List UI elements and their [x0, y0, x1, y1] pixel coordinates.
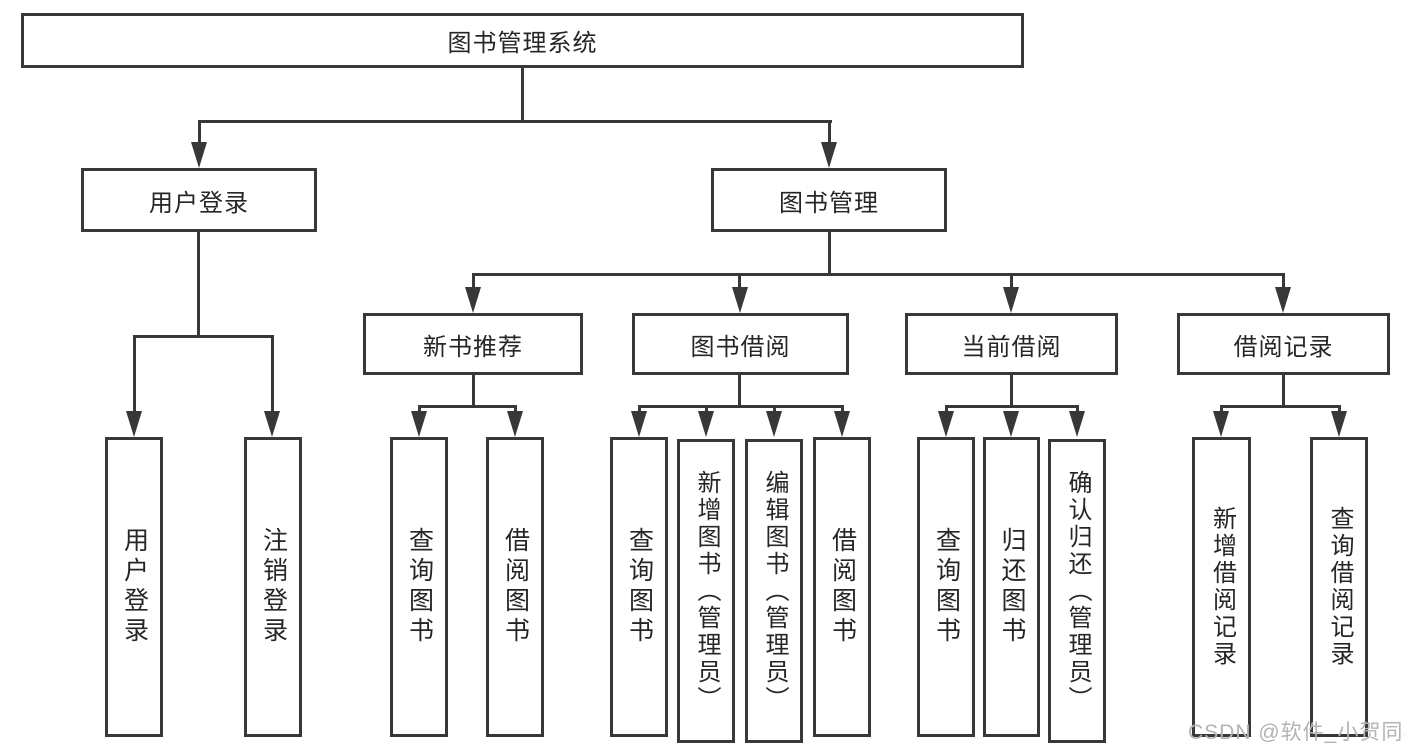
connector-line	[1010, 375, 1013, 408]
arrow-down-icon	[191, 142, 207, 168]
arrow-down-icon	[507, 411, 523, 437]
arrow-down-icon	[1069, 411, 1085, 437]
arrow-down-icon	[834, 411, 850, 437]
node-leaf-current-query-books-label: 查询图书	[932, 527, 961, 647]
arrow-down-icon	[631, 411, 647, 437]
node-leaf-recommend-borrow-books: 借阅图书	[486, 437, 544, 737]
node-leaf-user-login: 用户登录	[105, 437, 163, 737]
arrow-down-icon	[411, 411, 427, 437]
node-leaf-add-borrow-record: 新增借阅记录	[1192, 437, 1251, 737]
arrow-down-icon	[465, 287, 481, 313]
connector-line	[1282, 273, 1285, 293]
node-leaf-edit-books-admin-label: 编辑图书（管理员）	[761, 469, 788, 713]
node-leaf-add-books-admin-label: 新增图书（管理员）	[693, 469, 720, 713]
connector-line	[133, 335, 274, 338]
connector-line	[738, 375, 741, 408]
node-leaf-user-login-label: 用户登录	[120, 527, 149, 647]
node-leaf-edit-books-admin: 编辑图书（管理员）	[745, 439, 803, 743]
arrow-down-icon	[1275, 287, 1291, 313]
node-leaf-recommend-query-books-label: 查询图书	[405, 527, 434, 647]
node-leaf-recommend-query-books: 查询图书	[390, 437, 448, 737]
connector-line	[1282, 375, 1285, 408]
node-root-label: 图书管理系统	[447, 30, 598, 57]
node-user-login: 用户登录	[81, 168, 317, 232]
node-leaf-confirm-return-admin-label: 确认归还（管理员）	[1064, 469, 1091, 713]
connector-line	[133, 335, 136, 415]
arrow-down-icon	[1003, 287, 1019, 313]
connector-line	[418, 405, 517, 408]
node-leaf-query-borrow-record-label: 查询借阅记录	[1326, 506, 1353, 668]
arrow-down-icon	[766, 411, 782, 437]
node-leaf-confirm-return-admin: 确认归还（管理员）	[1048, 439, 1106, 743]
connector-line	[271, 335, 274, 415]
node-leaf-add-books-admin: 新增图书（管理员）	[677, 439, 735, 743]
connector-line	[472, 273, 475, 293]
connector-line	[198, 120, 832, 123]
connector-line	[828, 232, 831, 276]
connector-line	[738, 273, 741, 293]
node-book-borrow: 图书借阅	[632, 313, 849, 375]
node-leaf-borrow-query-books: 查询图书	[610, 437, 668, 737]
node-current-borrow-label: 当前借阅	[961, 333, 1062, 361]
arrow-down-icon	[821, 142, 837, 168]
node-leaf-logout: 注销登录	[244, 437, 302, 737]
connector-line	[1010, 273, 1013, 293]
node-leaf-recommend-borrow-books-label: 借阅图书	[501, 527, 530, 647]
arrow-down-icon	[698, 411, 714, 437]
arrow-down-icon	[1331, 411, 1347, 437]
arrow-down-icon	[732, 287, 748, 313]
node-leaf-logout-label: 注销登录	[259, 527, 288, 647]
node-leaf-borrow-books-label: 借阅图书	[828, 527, 857, 647]
arrow-down-icon	[264, 411, 280, 437]
node-book-management-label: 图书管理	[779, 189, 879, 217]
node-root: 图书管理系统	[21, 13, 1024, 68]
node-leaf-borrow-query-books-label: 查询图书	[625, 527, 654, 647]
connector-line	[197, 232, 200, 338]
arrow-down-icon	[938, 411, 954, 437]
node-leaf-return-books: 归还图书	[983, 437, 1040, 737]
connector-line	[472, 273, 1285, 276]
arrow-down-icon	[126, 411, 142, 437]
arrow-down-icon	[1213, 411, 1229, 437]
node-leaf-borrow-books: 借阅图书	[813, 437, 871, 737]
node-borrow-records-label: 借阅记录	[1233, 333, 1334, 361]
node-borrow-records: 借阅记录	[1177, 313, 1390, 375]
connector-line	[828, 120, 831, 148]
node-leaf-current-query-books: 查询图书	[917, 437, 975, 737]
node-new-book-recommend: 新书推荐	[363, 313, 583, 375]
node-current-borrow: 当前借阅	[905, 313, 1118, 375]
node-leaf-add-borrow-record-label: 新增借阅记录	[1208, 506, 1236, 668]
connector-line	[1220, 405, 1340, 408]
connector-line	[945, 405, 1079, 408]
connector-line	[638, 405, 844, 408]
node-book-management: 图书管理	[711, 168, 947, 232]
node-new-book-recommend-label: 新书推荐	[423, 333, 523, 361]
connector-line	[521, 68, 524, 123]
node-user-login-label: 用户登录	[149, 189, 249, 217]
connector-line	[472, 375, 475, 408]
connector-line	[198, 120, 201, 148]
node-book-borrow-label: 图书借阅	[690, 333, 791, 361]
node-leaf-return-books-label: 归还图书	[998, 527, 1026, 647]
node-leaf-query-borrow-record: 查询借阅记录	[1310, 437, 1368, 737]
watermark-text: CSDN @软件_小贺同学	[1188, 721, 1405, 744]
arrow-down-icon	[1003, 411, 1019, 437]
